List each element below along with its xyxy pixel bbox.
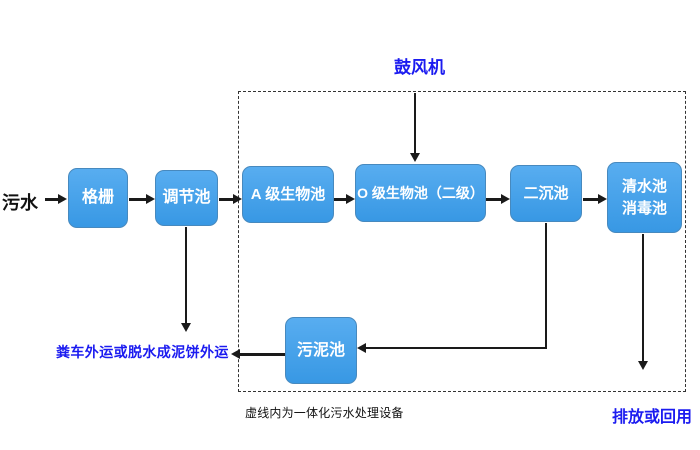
flow-node-disinfection-label: 消毒池 [621, 199, 667, 217]
arrow-regulating-down-head [181, 323, 191, 332]
arrow-sludge-to-disposal-line [240, 353, 285, 356]
arrow-a-bio-to-o-bio-head [346, 194, 355, 204]
arrow-blower-to-o-bio-line [414, 93, 416, 153]
flow-node-o-bio-tank: O 级生物池（二级） [355, 164, 486, 222]
flow-node-a-bio-tank-label: A 级生物池 [250, 185, 326, 203]
flow-node-o-bio-tank-label: O 级生物池（二级） [357, 184, 484, 201]
arrow-o-bio-to-sed-head [501, 194, 510, 204]
flow-node-grille-label: 格栅 [81, 189, 114, 207]
arrow-sed-to-sludge-vline [545, 223, 547, 349]
arrow-sewage-to-grille-head [58, 194, 67, 204]
arrow-regulating-to-a-bio-line [219, 198, 233, 201]
arrow-a-bio-to-o-bio-line [334, 198, 346, 201]
flow-node-clear-water-label: 清水池 [621, 177, 667, 195]
flow-node-secondary-sedimentation-tank: 二沉池 [510, 165, 582, 222]
arrow-regulating-down-line [185, 227, 187, 323]
arrow-regulating-to-a-bio-head [233, 194, 242, 204]
label-blower: 鼓风机 [394, 58, 445, 77]
arrow-sed-to-sludge-hline [366, 347, 547, 349]
arrow-o-bio-to-sed-line [486, 198, 501, 201]
arrow-sed-to-clear-head [598, 194, 607, 204]
flow-node-grille: 格栅 [68, 168, 128, 228]
arrow-sed-to-sludge-head [357, 343, 366, 353]
arrow-sed-to-clear-line [583, 198, 598, 201]
arrow-grille-to-regulating-line [129, 198, 146, 201]
label-discharge-or-reuse: 排放或回用 [612, 409, 693, 426]
arrow-blower-to-o-bio-head [410, 153, 420, 162]
arrow-sewage-to-grille-line [45, 198, 58, 201]
flow-node-clear-water-disinfection-tank: 清水池 消毒池 [607, 162, 682, 233]
arrow-sludge-to-disposal-head [231, 349, 240, 359]
arrow-grille-to-regulating-head [146, 194, 155, 204]
label-dashed-box-caption: 虚线内为一体化污水处理设备 [245, 406, 404, 420]
arrow-clear-to-discharge-head [638, 361, 648, 370]
integrated-equipment-dashed-boundary [238, 91, 686, 392]
flow-node-a-bio-tank: A 级生物池 [242, 166, 334, 223]
flow-node-sludge-tank: 污泥池 [285, 317, 357, 384]
arrow-clear-to-discharge-line [642, 234, 644, 361]
flow-node-secondary-sedimentation-tank-label: 二沉池 [523, 184, 569, 202]
label-sewage-influent: 污水 [2, 193, 38, 213]
label-sludge-disposal: 粪车外运或脱水成泥饼外运 [56, 344, 229, 360]
flow-node-regulating-tank: 调节池 [155, 170, 218, 226]
flow-node-regulating-tank-label: 调节池 [162, 189, 211, 207]
flow-node-sludge-tank-label: 污泥池 [296, 341, 345, 359]
